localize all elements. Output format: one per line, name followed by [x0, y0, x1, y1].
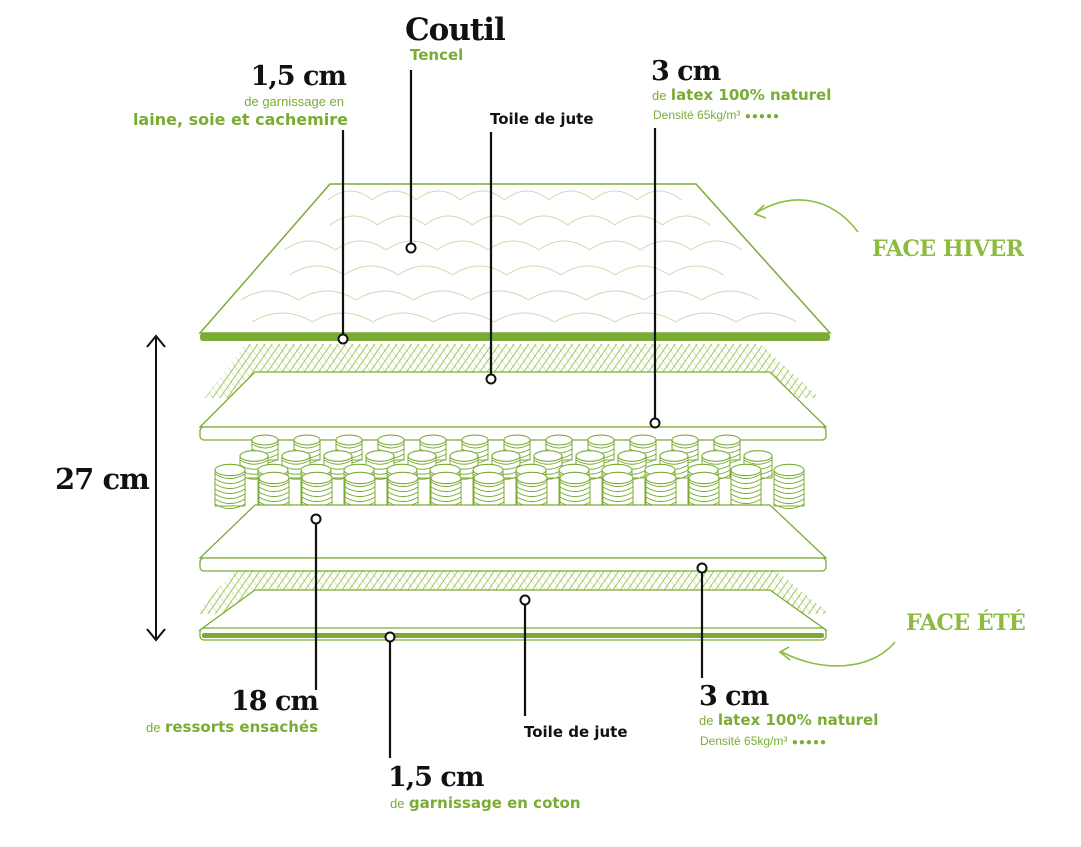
springs-material: ressorts ensachés	[164, 718, 318, 736]
summer-arrow	[778, 641, 896, 667]
bottom-latex-density: Densité 65kg/m³	[700, 734, 788, 748]
top-latex-prefix: de	[652, 88, 667, 103]
bottom-latex-prefix: de	[699, 713, 714, 728]
springs-size: 18 cm	[231, 686, 319, 717]
quilt-stitch-row	[240, 290, 760, 301]
spring-coil	[214, 463, 246, 510]
bottom-cotton-line: de garnissage en coton	[390, 794, 581, 813]
top-latex-size: 3 cm	[651, 56, 721, 87]
top-latex-layer	[198, 371, 828, 441]
bottom-cotton-material: garnissage en coton	[408, 794, 581, 812]
bottom-cotton-layer	[198, 589, 829, 641]
quilt-stitch-row	[327, 190, 682, 201]
leader-lines	[314, 70, 704, 758]
bottom-latex-size: 3 cm	[699, 681, 769, 712]
springs-line: de ressorts ensachés	[100, 718, 318, 737]
face-summer-label: FACE ÉTÉ	[906, 610, 1026, 636]
bottom-latex-density-line: Densité 65kg/m³ ●●●●●	[700, 732, 827, 750]
bottom-latex-line: de latex 100% naturel	[699, 711, 878, 730]
top-filling-prefix: de garnissage en	[244, 94, 344, 109]
spring-coil	[730, 463, 762, 510]
top-filling-material: laine, soie et cachemire	[132, 110, 348, 129]
spring-coil	[773, 463, 805, 510]
top-coutil-layer	[198, 183, 832, 341]
top-filling-size: 1,5 cm	[250, 61, 347, 92]
top-latex-material: latex 100% naturel	[670, 86, 832, 104]
quilt-stitch-row	[329, 215, 711, 226]
spring-coil	[713, 434, 741, 464]
quilt-stitch-row	[289, 265, 724, 276]
coutil-title: Coutil	[405, 12, 506, 48]
face-winter-label: FACE HIVER	[872, 236, 1024, 262]
top-latex-density-line: Densité 65kg/m³ ●●●●●	[653, 106, 780, 124]
bottom-latex-material: latex 100% naturel	[717, 711, 879, 729]
bottom-cotton-size: 1,5 cm	[388, 762, 484, 793]
height-label: 27 cm	[55, 462, 150, 496]
bottom-latex-density-dots: ●●●●●	[791, 737, 828, 748]
bottom-latex-layer	[198, 504, 828, 572]
springs-prefix: de	[146, 720, 161, 735]
bottom-cotton-prefix: de	[390, 796, 405, 811]
top-latex-density-dots: ●●●●●	[744, 111, 781, 122]
top-jute-label: Toile de jute	[490, 110, 594, 128]
coutil-material: Tencel	[410, 46, 464, 64]
winter-arrow	[753, 199, 859, 233]
leader-dots	[310, 242, 708, 643]
height-arrow	[146, 334, 166, 642]
top-latex-line: de latex 100% naturel	[652, 86, 831, 105]
bottom-jute-label: Toile de jute	[524, 723, 628, 741]
top-latex-density: Densité 65kg/m³	[653, 108, 741, 122]
